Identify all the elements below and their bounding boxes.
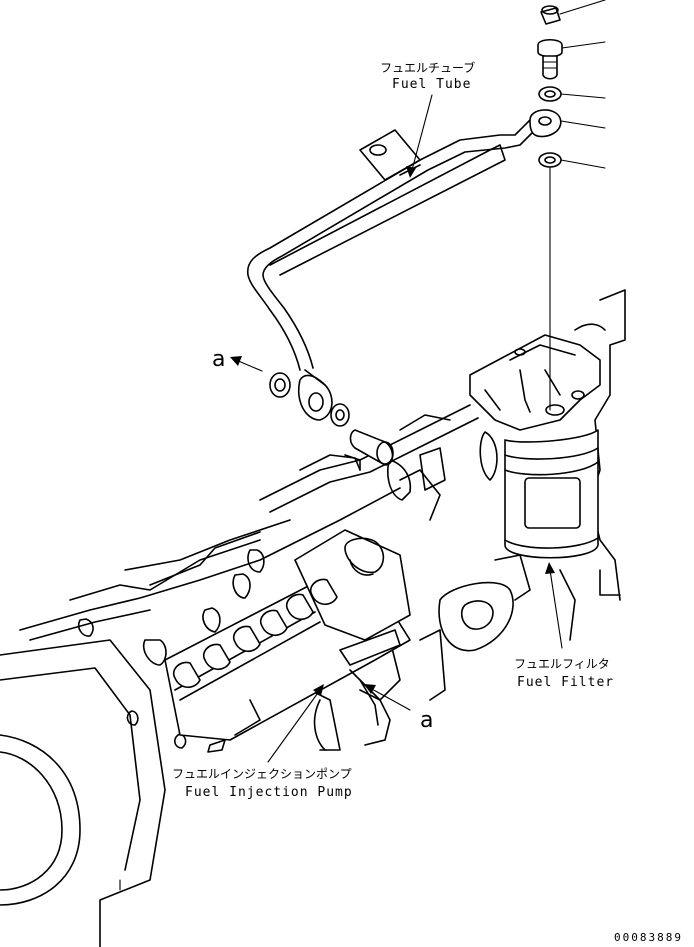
fuel-tube-label-jp: フュエルチューブ <box>380 60 475 75</box>
view-a-label-left: a <box>212 347 225 372</box>
injection-pump-label-jp: フュエルインジェクションポンプ <box>172 767 352 781</box>
fuel-injection-pump <box>164 529 411 746</box>
fuel-filter <box>469 334 601 559</box>
labels: フュエルチューブ Fuel Tube フュエルフィルタ Fuel Filter … <box>172 60 683 944</box>
fuel-filter-label-jp: フュエルフィルタ <box>514 657 610 671</box>
engine-block <box>0 289 626 947</box>
pump-side-fittings <box>269 372 394 466</box>
leaders <box>230 94 563 763</box>
delivery-valves <box>172 578 338 689</box>
drawing-code: 00083889 <box>614 931 683 944</box>
fuel-filter-label-en: Fuel Filter <box>517 675 614 690</box>
fuel-tube-label-en: Fuel Tube <box>392 77 471 92</box>
fitting-parts <box>537 0 606 411</box>
injection-pump-label-en: Fuel Injection Pump <box>185 785 353 800</box>
head-bolts <box>77 549 265 753</box>
view-a-label-right: a <box>420 708 433 733</box>
fuel-tube <box>246 109 562 421</box>
